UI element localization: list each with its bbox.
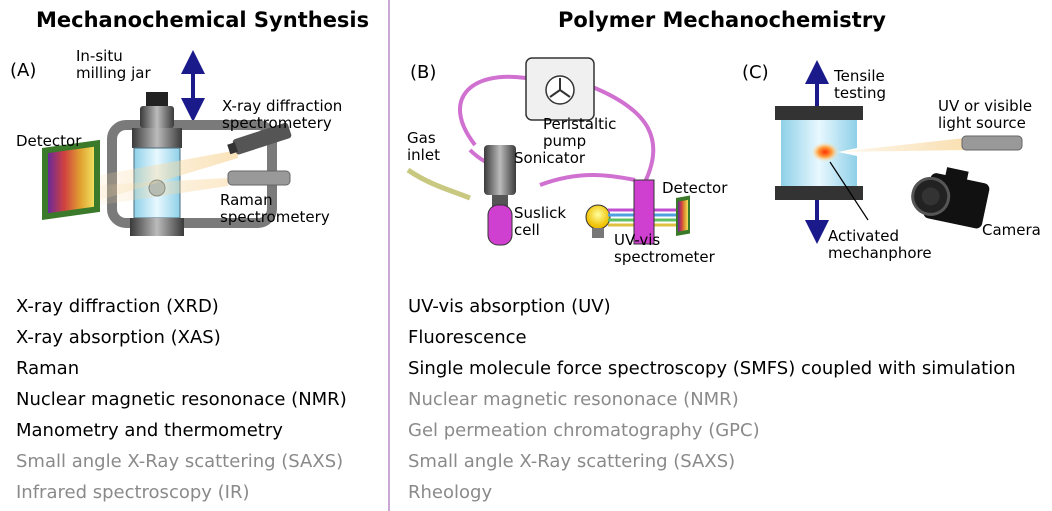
panel-a-artwork: [42, 50, 292, 236]
label-detector-a: Detector: [16, 132, 82, 150]
right-technique: Small angle X-Ray scattering (SAXS): [408, 451, 736, 472]
tensile-clamp-bottom: [775, 186, 863, 200]
panel-a-tag: (A): [10, 60, 37, 81]
left-technique: Small angle X-Ray scattering (SAXS): [16, 451, 344, 472]
left-title: Mechanochemical Synthesis: [36, 8, 370, 32]
jar-cap: [140, 106, 174, 128]
label-camera: Camera: [982, 221, 1041, 239]
left-technique: Raman: [16, 358, 80, 379]
right-technique: Single molecule force spectroscopy (SMFS…: [408, 358, 1016, 379]
jar-cap-top: [146, 92, 168, 108]
jar-base: [130, 218, 184, 236]
panel-c-tag: (C): [742, 62, 769, 83]
right-technique: UV-vis absorption (UV): [408, 296, 611, 317]
right-technique: Gel permeation chromatography (GPC): [408, 420, 760, 441]
cuvette: [633, 179, 655, 245]
left-technique: Infrared spectroscopy (IR): [16, 482, 250, 503]
left-technique: Manometry and thermometry: [16, 420, 283, 441]
label-detector-b: Detector: [662, 179, 728, 197]
tensile-clamp-top: [775, 106, 863, 120]
xrd-source: [227, 122, 292, 155]
right-technique: Fluorescence: [408, 327, 527, 348]
gas-inlet-tube: [406, 167, 471, 201]
panel-b-artwork: [406, 57, 690, 246]
left-technique: X-ray absorption (XAS): [16, 327, 221, 348]
right-technique: Rheology: [408, 482, 493, 503]
camera: [911, 167, 990, 229]
raman-source: [227, 170, 291, 186]
left-technique: X-ray diffraction (XRD): [16, 296, 219, 317]
detector-chip: [42, 139, 100, 220]
light-source: [961, 135, 1023, 151]
left-technique: Nuclear magnetic resononace (NMR): [16, 389, 347, 410]
right-title: Polymer Mechanochemistry: [558, 8, 886, 32]
panel-c-artwork: [775, 60, 1023, 244]
suslick-cell: [487, 204, 513, 246]
label-sonicator: Sonicator: [514, 149, 586, 167]
tubing: [458, 74, 656, 183]
panel-b-tag: (B): [410, 62, 437, 83]
illustrations: [42, 50, 1023, 246]
light-bulb: [585, 204, 611, 230]
right-technique: Nuclear magnetic resononace (NMR): [408, 389, 739, 410]
activated-spot: [811, 142, 839, 162]
column-divider: [388, 0, 390, 511]
sonicator: [484, 145, 516, 195]
detector-b: [676, 195, 690, 236]
